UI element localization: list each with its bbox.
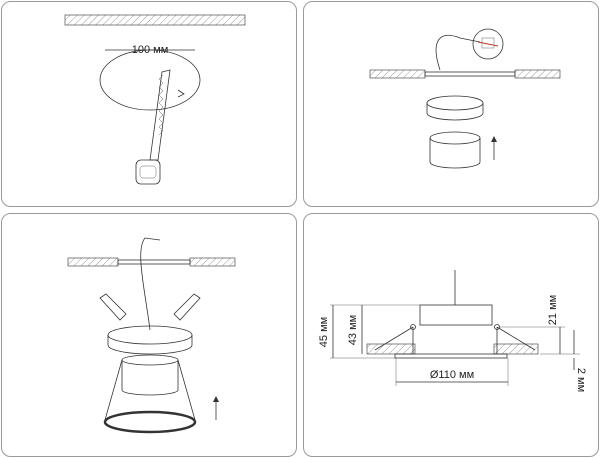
step-3-mount-fixture xyxy=(1,213,297,457)
step-2-connect-and-insert xyxy=(303,1,599,207)
saw-handle xyxy=(135,159,161,185)
body-height-label: 43 мм xyxy=(347,315,359,345)
connector-detail xyxy=(472,28,504,60)
step-1-cut-hole: 100 мм xyxy=(1,1,297,207)
rotation-arrow xyxy=(177,89,185,98)
ceiling-gap xyxy=(424,71,516,77)
outer-diameter-label: Ø110 мм xyxy=(430,369,474,381)
decorative-rim xyxy=(103,410,197,434)
saw-blade xyxy=(149,69,171,161)
rim-thickness-label: 2 мм xyxy=(575,368,587,392)
fixture-body xyxy=(419,304,493,326)
clip-height-label: 21 мм xyxy=(547,295,559,325)
cut-hole-outline xyxy=(99,49,201,111)
total-height-label: 45 мм xyxy=(318,317,330,347)
dimensions-view: 45 мм 43 мм Ø110 мм 21 мм 2 мм xyxy=(303,213,599,457)
spring-clip-left xyxy=(99,293,127,321)
spring-clip-right xyxy=(173,293,201,321)
ceiling-section xyxy=(64,14,246,26)
rim xyxy=(394,353,508,359)
